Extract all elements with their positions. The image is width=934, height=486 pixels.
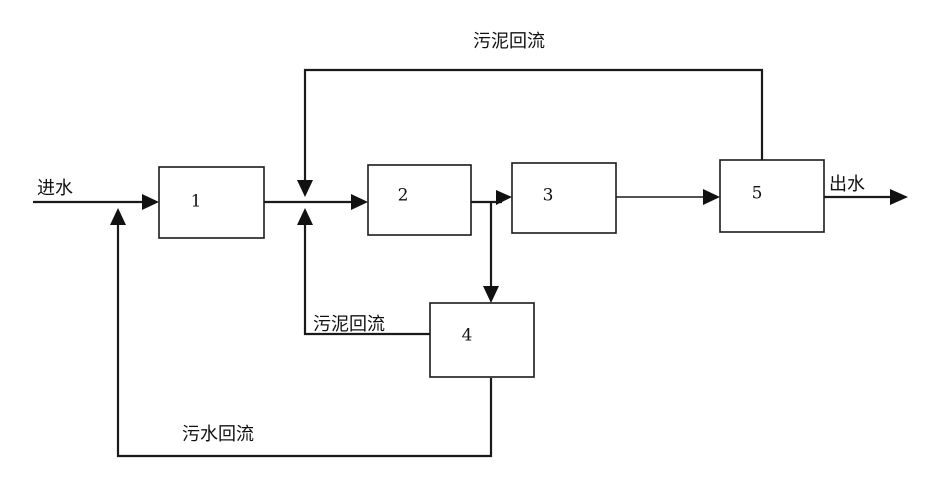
box-2: 2 [367, 164, 472, 236]
sludge-return-mid-label: 污泥回流 [313, 314, 385, 335]
arrow-into-box-2 [351, 194, 368, 210]
water-return-label: 污水回流 [182, 424, 254, 445]
arrow-into-box-5 [703, 189, 720, 205]
box-4-label: 4 [462, 326, 473, 346]
sludge-return-top-label: 污泥回流 [473, 31, 545, 52]
sludge-return-top-line [303, 68, 764, 180]
box-4: 4 [429, 302, 535, 378]
water-return-line [116, 224, 493, 458]
box-5-label: 5 [752, 184, 763, 204]
arrow-sludge-top-down [297, 180, 313, 197]
box-3: 3 [511, 162, 617, 234]
box-3-label: 3 [543, 186, 554, 206]
box-2-label: 2 [398, 186, 409, 206]
box-1: 1 [158, 166, 265, 239]
arrow-into-box-4 [483, 286, 499, 303]
arrow-outflow [890, 189, 908, 205]
arrow-sludge-mid-up [297, 208, 313, 225]
inflow-label: 进水 [37, 178, 73, 199]
outflow-label: 出水 [829, 174, 865, 195]
box-5: 5 [719, 159, 825, 233]
arrow-water-return-up [110, 208, 126, 225]
arrow-into-box-1 [142, 194, 159, 210]
box-1-label: 1 [191, 192, 202, 212]
sludge-return-mid-line [303, 224, 430, 336]
arrow-into-box-3 [496, 190, 512, 205]
